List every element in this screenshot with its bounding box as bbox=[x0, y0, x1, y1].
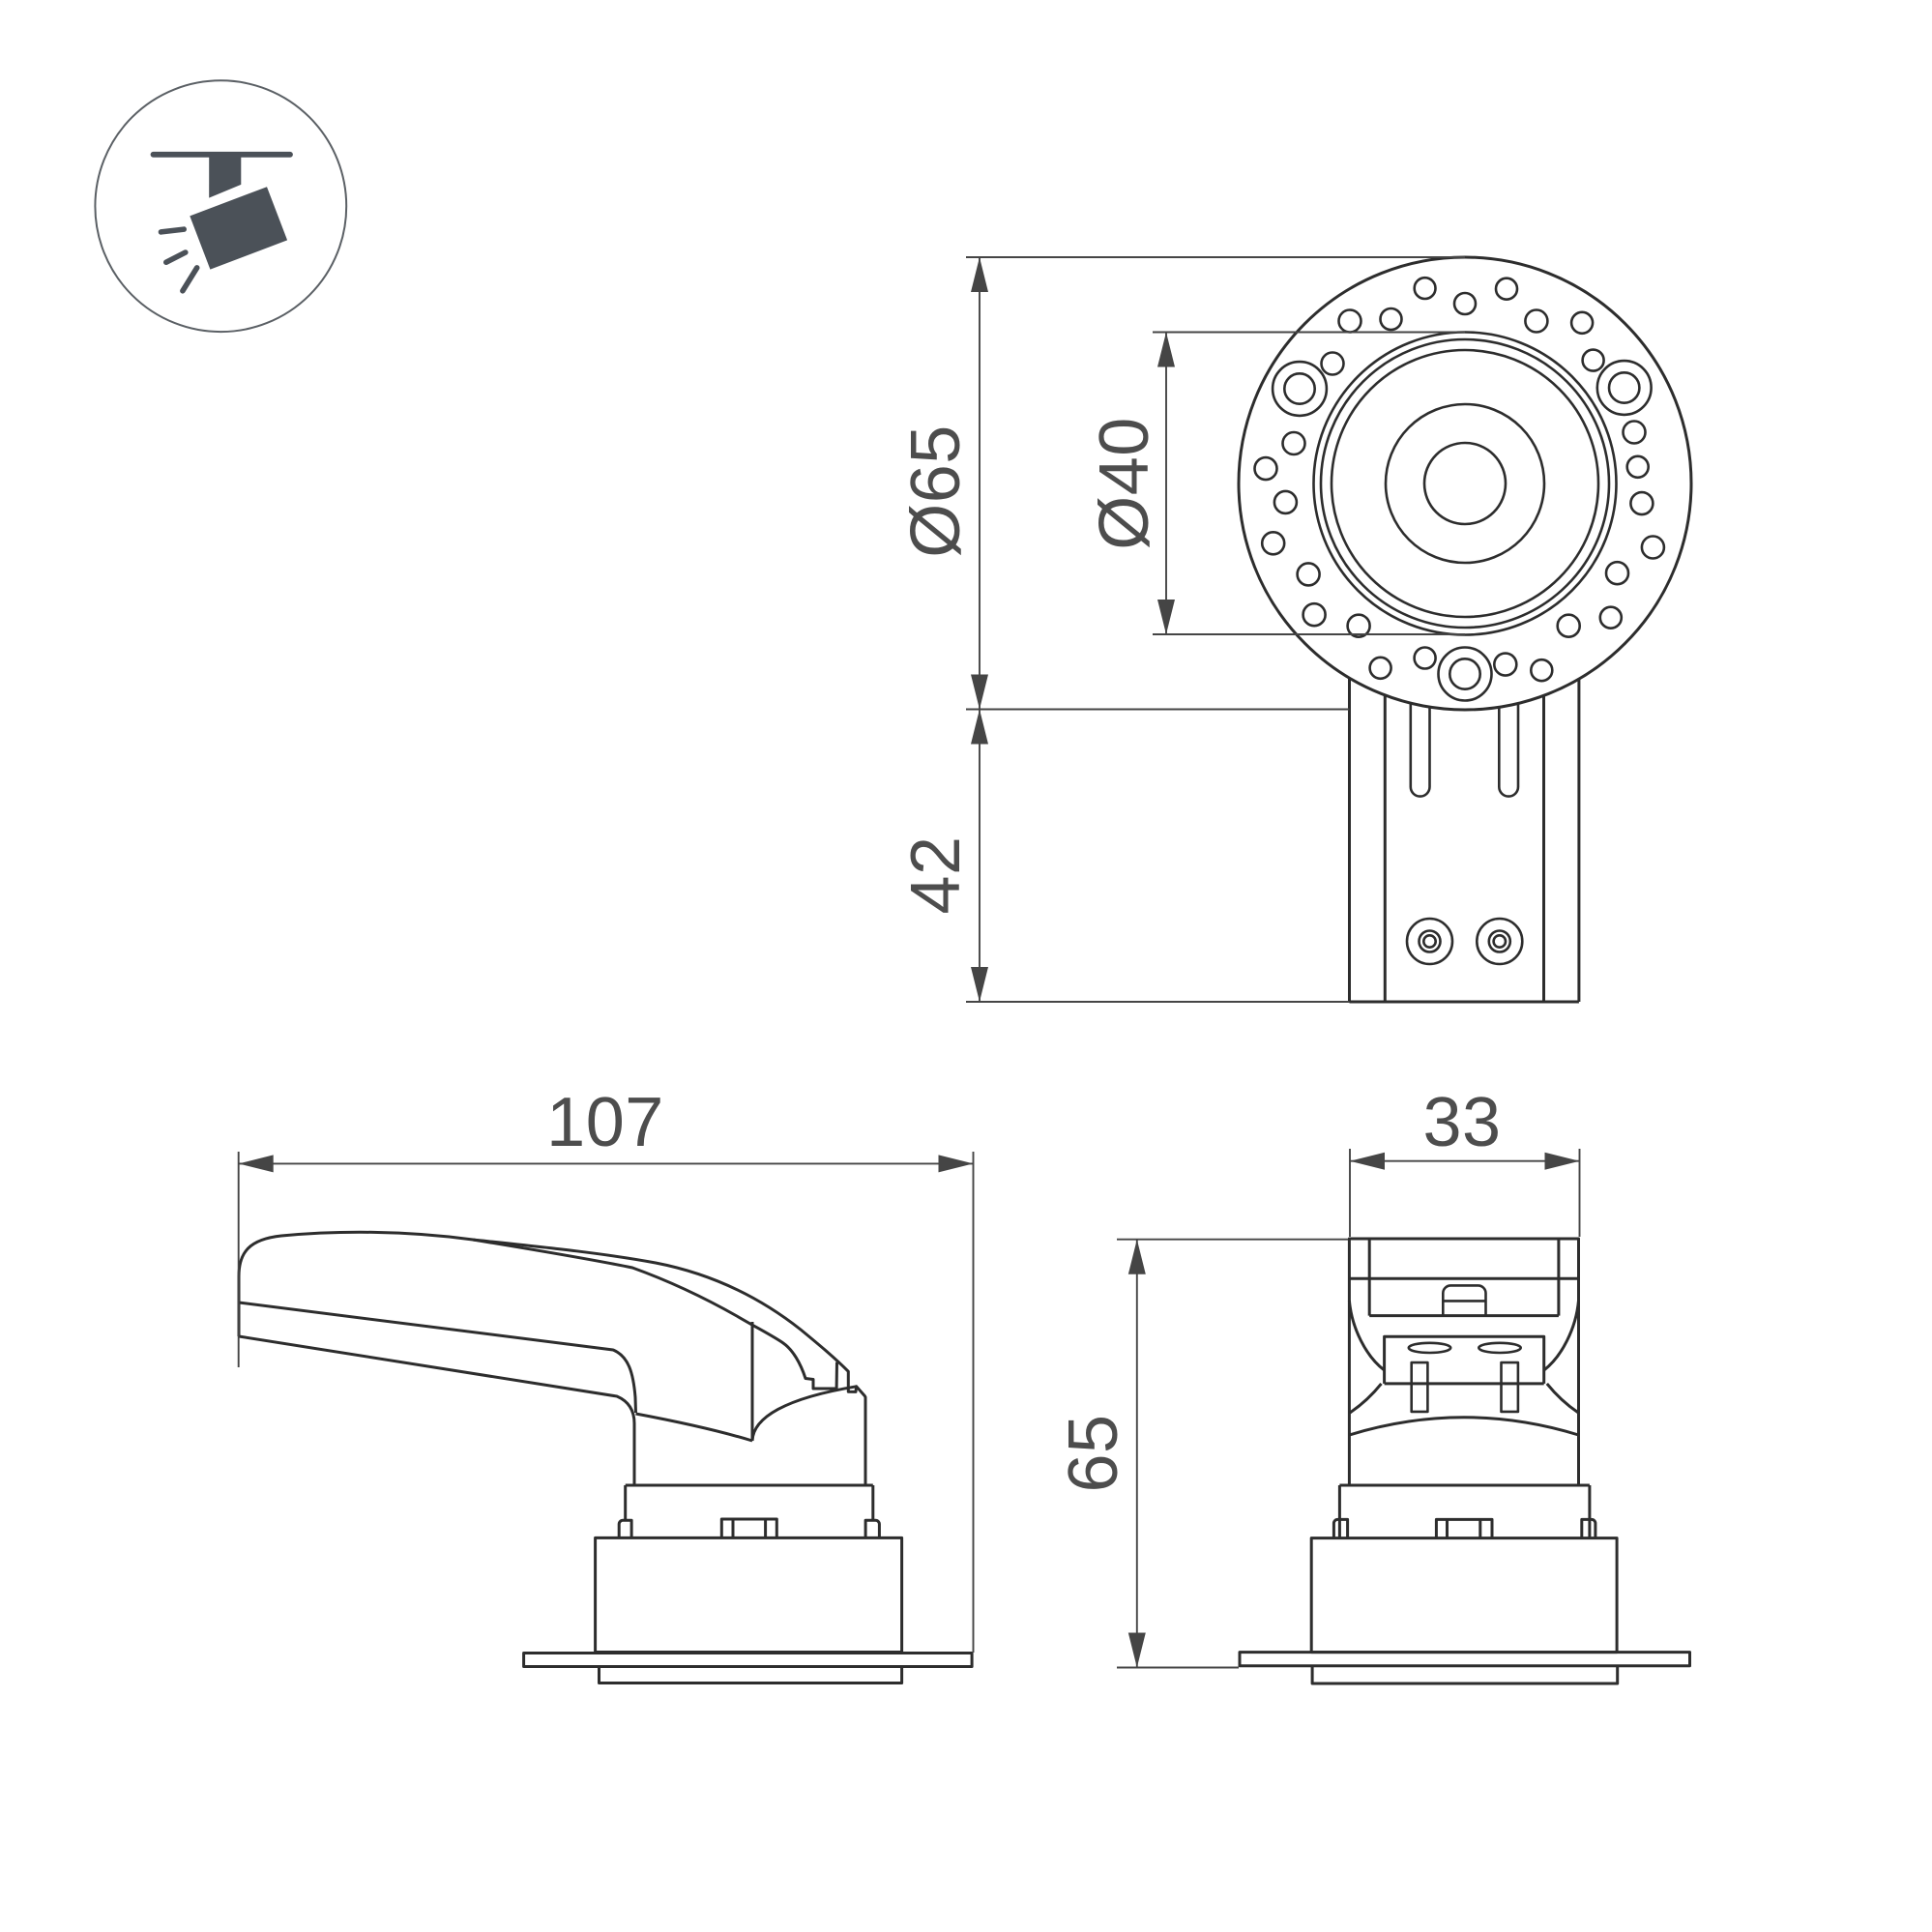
flange-large-hole-top-right bbox=[1595, 359, 1653, 417]
back-view: 33 65 bbox=[1055, 1084, 1691, 1685]
back-dimensions: 33 65 bbox=[1055, 1084, 1581, 1669]
flange-hole-pattern bbox=[1253, 276, 1666, 702]
front-view: Ø65 42 Ø40 bbox=[897, 255, 1693, 1004]
dim-label-33: 33 bbox=[1422, 1084, 1501, 1161]
dim-label-d40: Ø40 bbox=[1086, 417, 1163, 550]
side-dimension: 107 bbox=[237, 1084, 975, 1653]
side-trim-plate bbox=[522, 1652, 974, 1668]
front-bracket bbox=[1348, 667, 1581, 1004]
dim-label-42: 42 bbox=[897, 835, 975, 914]
back-slot-left bbox=[1410, 1361, 1429, 1414]
flange-outer-circle bbox=[1237, 255, 1693, 712]
back-housing bbox=[1238, 1483, 1691, 1685]
side-center-lug bbox=[719, 1517, 778, 1538]
side-head bbox=[237, 1230, 867, 1485]
icon-light-rays bbox=[158, 226, 200, 294]
bracket-screw-right bbox=[1476, 917, 1524, 966]
icon-lamp-body bbox=[190, 187, 288, 270]
back-lower-ring bbox=[1310, 1665, 1620, 1685]
bracket-screw-left bbox=[1405, 917, 1454, 966]
flange-large-hole-bottom bbox=[1437, 646, 1493, 702]
ceiling-track-spotlight-icon bbox=[94, 79, 348, 334]
back-top-clip bbox=[1442, 1284, 1487, 1316]
side-clip-right bbox=[864, 1518, 881, 1538]
back-slot-right bbox=[1500, 1361, 1520, 1414]
back-center-lug bbox=[1434, 1517, 1494, 1538]
back-screw-slot-left bbox=[1407, 1341, 1452, 1355]
bracket-slot-left bbox=[1409, 691, 1431, 798]
lens-outer bbox=[1384, 402, 1546, 565]
lens-inner bbox=[1422, 441, 1508, 526]
dim-label-d65: Ø65 bbox=[897, 424, 975, 558]
side-clip-left bbox=[617, 1518, 633, 1538]
side-view: 107 bbox=[237, 1084, 975, 1684]
icon-mount-stem bbox=[209, 154, 242, 198]
back-clip-right bbox=[1580, 1517, 1597, 1538]
front-dimensions: Ø65 42 Ø40 bbox=[897, 256, 1465, 1003]
flange-large-hole-top-left bbox=[1271, 360, 1329, 418]
back-head bbox=[1347, 1237, 1580, 1485]
side-lower-ring bbox=[598, 1666, 904, 1684]
back-trim-plate bbox=[1238, 1651, 1691, 1668]
dim-label-107: 107 bbox=[546, 1084, 664, 1161]
back-screw-slot-right bbox=[1478, 1341, 1523, 1355]
bracket-slot-right bbox=[1498, 691, 1520, 798]
dim-label-65: 65 bbox=[1055, 1414, 1132, 1492]
back-clip-left bbox=[1332, 1517, 1350, 1538]
side-housing bbox=[522, 1483, 974, 1684]
